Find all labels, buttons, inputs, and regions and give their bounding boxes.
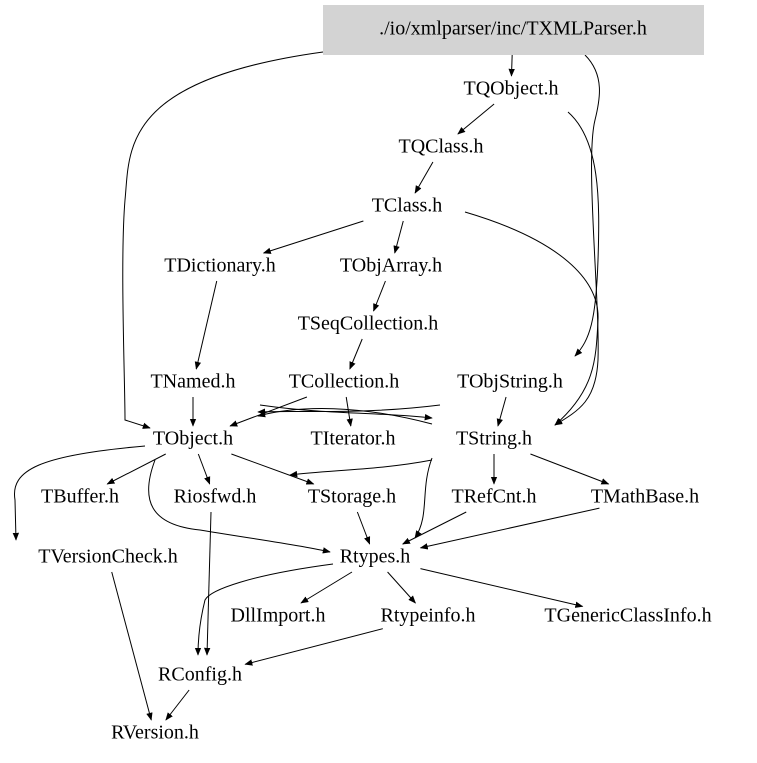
edge-RConfig-to-RVersion: [165, 689, 190, 721]
edge-TObjArray-to-TSeqCollection: [373, 280, 386, 312]
edge-TClass-to-TDictionary: [262, 220, 364, 254]
node-label: TVersionCheck.h: [38, 546, 177, 568]
node-label: TObjString.h: [457, 371, 563, 393]
edge-Rtypes-to-DllImport: [300, 571, 353, 604]
node-label: TRefCnt.h: [452, 486, 537, 508]
node-label: RVersion.h: [111, 722, 199, 744]
node-TMathBase[interactable]: TMathBase.h: [591, 486, 699, 508]
node-DllImport[interactable]: DllImport.h: [231, 605, 326, 627]
edge-TQObject-to-TQClass: [457, 103, 495, 135]
node-TObject[interactable]: TObject.h: [153, 428, 233, 450]
edge-TDictionary-to-TNamed: [194, 280, 218, 370]
edge-TRefCnt-to-Rtypes: [402, 511, 467, 545]
node-label: TGenericClassInfo.h: [544, 605, 711, 627]
edge-TMathBase-to-Rtypes: [419, 507, 600, 550]
node-TVersionCheck[interactable]: TVersionCheck.h: [38, 546, 177, 568]
edge-TString-to-TObject: [257, 408, 433, 425]
node-TStorage[interactable]: TStorage.h: [308, 486, 396, 508]
node-label: TObject.h: [153, 428, 233, 450]
edge-TObject-to-Rtypes: [148, 459, 331, 554]
node-label: TNamed.h: [151, 371, 236, 393]
node-Riosfwd[interactable]: Riosfwd.h: [174, 486, 257, 508]
root-node[interactable]: ./io/xmlparser/inc/TXMLParser.h: [323, 5, 704, 55]
edge-TString-to-TMathBase: [530, 453, 610, 485]
node-label: RConfig.h: [158, 664, 242, 686]
node-label: DllImport.h: [231, 605, 326, 627]
node-label: TQClass.h: [399, 136, 484, 158]
edge-TObject-to-TVersionCheck: [12, 445, 146, 541]
node-label: TBuffer.h: [41, 486, 119, 508]
node-TIterator[interactable]: TIterator.h: [311, 428, 396, 450]
node-Rtypes[interactable]: Rtypes.h: [340, 546, 411, 568]
node-TCollection[interactable]: TCollection.h: [289, 371, 400, 393]
node-TRefCnt[interactable]: TRefCnt.h: [452, 486, 537, 508]
node-label: Rtypes.h: [340, 546, 411, 568]
edge-TObject-to-Riosfwd: [197, 453, 211, 485]
node-RConfig[interactable]: RConfig.h: [158, 664, 242, 686]
edge-TQClass-to-TClass: [414, 161, 434, 194]
node-TObjArray[interactable]: TObjArray.h: [340, 255, 442, 277]
node-TBuffer[interactable]: TBuffer.h: [41, 486, 119, 508]
edge-Rtypes-to-Rtypeinfo: [387, 571, 416, 604]
node-TDictionary[interactable]: TDictionary.h: [164, 255, 275, 277]
edge-TStorage-to-Rtypes: [356, 511, 371, 545]
edge-TVersionCheck-to-RVersion: [111, 571, 153, 721]
node-label: Rtypeinfo.h: [381, 605, 476, 627]
node-label: TCollection.h: [289, 371, 400, 393]
node-TNamed[interactable]: TNamed.h: [151, 371, 236, 393]
node-TSeqCollection[interactable]: TSeqCollection.h: [298, 313, 439, 335]
node-label: TDictionary.h: [164, 255, 275, 277]
node-label: TClass.h: [372, 195, 443, 217]
edge-Rtypeinfo-to-RConfig: [244, 628, 383, 666]
edge-TQObject-to-TObjString: [567, 111, 600, 357]
node-TObjString[interactable]: TObjString.h: [457, 371, 563, 393]
node-Rtypeinfo[interactable]: Rtypeinfo.h: [381, 605, 476, 627]
node-label: TSeqCollection.h: [298, 313, 439, 335]
edge-TString-to-TStorage: [289, 459, 433, 478]
edge-TObjString-to-TString: [496, 396, 507, 427]
node-label: TStorage.h: [308, 486, 396, 508]
edge-Riosfwd-to-RConfig: [204, 511, 212, 656]
edge-Rtypes-to-TGenericClassInfo: [420, 568, 584, 608]
node-RVersion[interactable]: RVersion.h: [111, 722, 199, 744]
root-node-box: [323, 5, 704, 55]
edge-root-to-TObject: [122, 51, 324, 429]
edge-root-to-TString: [554, 54, 600, 426]
edge-TObjString-to-TObject: [257, 404, 441, 415]
edge-TSeqCollection-to-TCollection: [349, 338, 363, 370]
node-label: ./io/xmlparser/inc/TXMLParser.h: [379, 18, 647, 40]
node-TQObject[interactable]: TQObject.h: [464, 78, 559, 100]
edge-TObject-to-TBuffer: [106, 453, 166, 485]
node-label: Riosfwd.h: [174, 486, 257, 508]
edge-TString-to-Rtypes: [414, 457, 433, 539]
node-TString[interactable]: TString.h: [456, 428, 532, 450]
node-label: TString.h: [456, 428, 532, 450]
edge-TObject-to-TStorage: [231, 453, 315, 485]
node-label: TMathBase.h: [591, 486, 699, 508]
edge-TClass-to-TString: [464, 211, 599, 426]
node-TQClass[interactable]: TQClass.h: [399, 136, 484, 158]
edge-TClass-to-TObjArray: [393, 220, 404, 254]
edge-Rtypes-to-RConfig: [194, 563, 334, 656]
node-TGenericClassInfo[interactable]: TGenericClassInfo.h: [544, 605, 711, 627]
node-label: TObjArray.h: [340, 255, 442, 277]
node-TClass[interactable]: TClass.h: [372, 195, 443, 217]
node-label: TQObject.h: [464, 78, 559, 100]
node-label: TIterator.h: [311, 428, 396, 450]
edge-TCollection-to-TString: [259, 404, 433, 421]
